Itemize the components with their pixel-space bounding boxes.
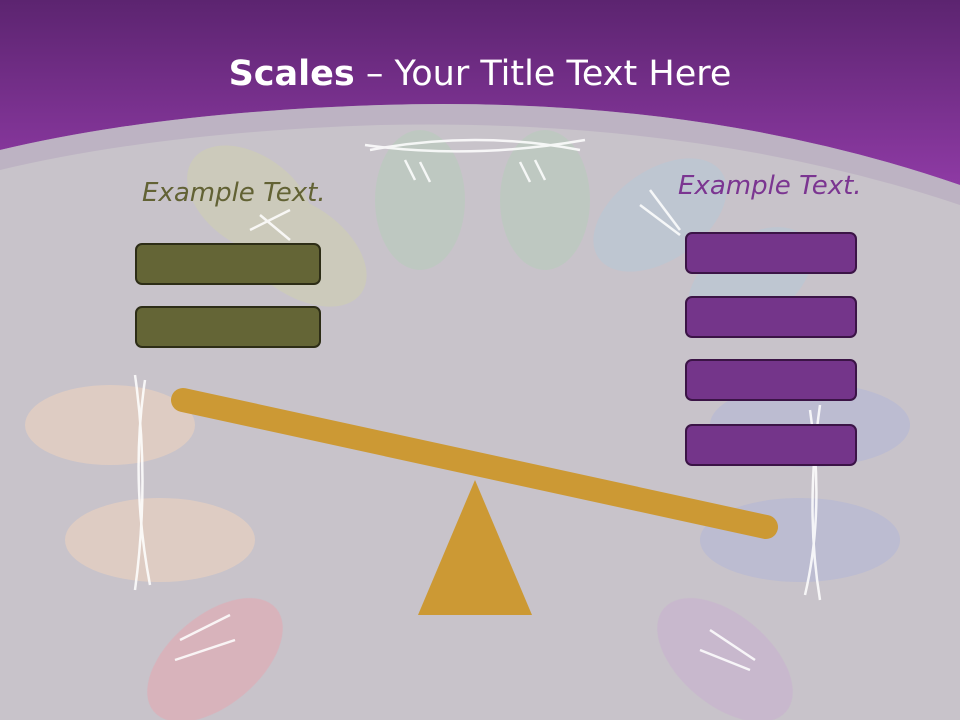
lace-pattern: [133, 138, 822, 672]
shoe-pattern: [25, 130, 910, 720]
left-label: Example Text.: [142, 178, 326, 208]
right-box-1: [685, 232, 857, 274]
scale-fulcrum: [418, 480, 532, 615]
right-box-3: [685, 359, 857, 401]
right-label: Example Text.: [678, 171, 862, 201]
right-box-4: [685, 424, 857, 466]
left-box-2: [135, 306, 321, 348]
header-band: [0, 0, 960, 185]
title-rest: – Your Title Text Here: [354, 54, 732, 94]
right-box-2: [685, 296, 857, 338]
title-bold: Scales: [228, 54, 355, 94]
header-curve: [0, 104, 960, 205]
scale-beam: [171, 388, 778, 539]
left-box-1: [135, 243, 321, 285]
slide-title: Scales – Your Title Text Here: [0, 52, 960, 96]
